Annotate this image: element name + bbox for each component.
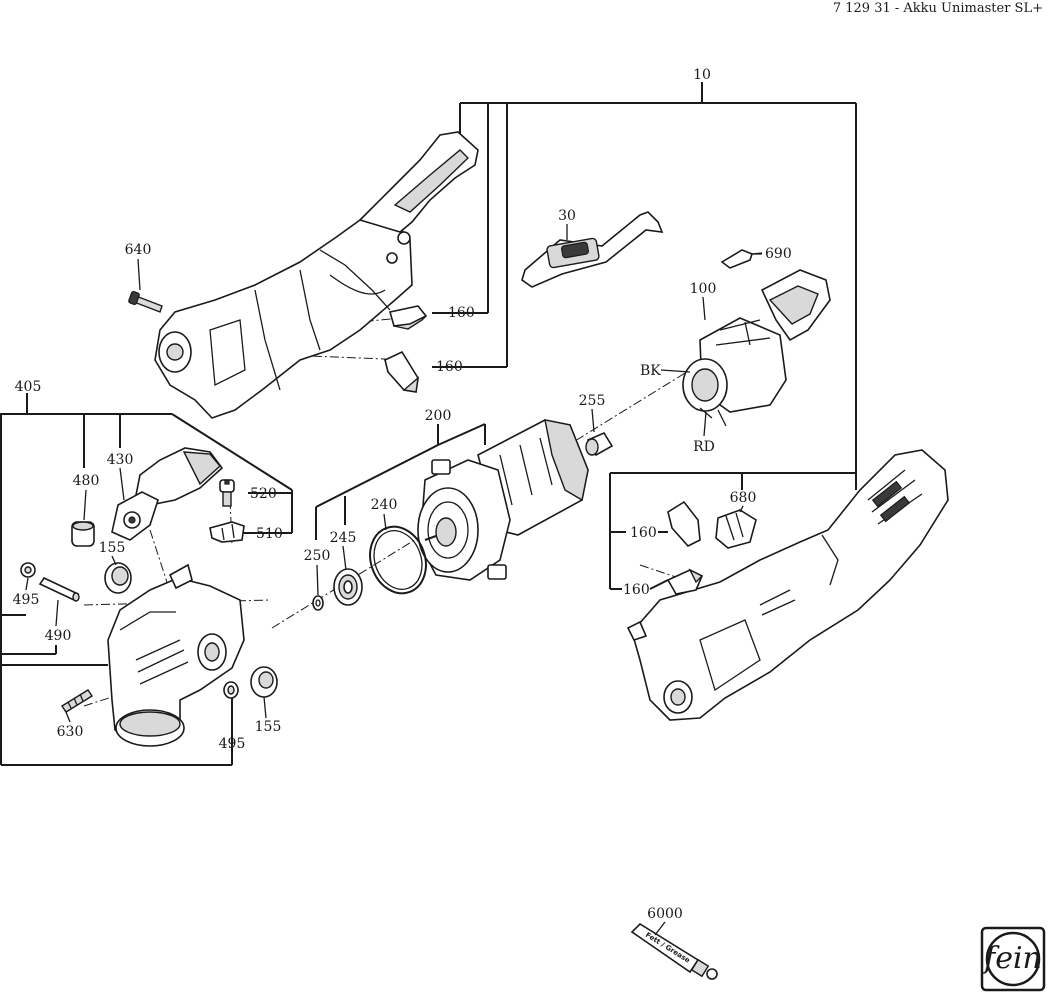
label-rd: RD <box>693 439 715 455</box>
screw-630-part <box>61 689 93 713</box>
washer-495-right-part <box>223 681 239 699</box>
spring-clip-510-part <box>209 521 245 543</box>
assembly-bracket-405 <box>0 393 293 766</box>
fein-logo-text: fein <box>982 941 1042 976</box>
label-160-middle: 160 <box>436 359 463 375</box>
label-490: 490 <box>45 628 72 644</box>
clip-690-part <box>720 249 763 269</box>
label-430: 430 <box>107 452 134 468</box>
label-155-right: 155 <box>255 719 282 735</box>
housing-half-part <box>154 131 479 419</box>
pad-480-part <box>71 521 95 547</box>
washer-250-part <box>312 595 324 611</box>
bearing-245-part <box>333 568 363 606</box>
part-160-right-upper <box>667 500 701 547</box>
assembly-bracket-10 <box>432 82 857 490</box>
part-680-part <box>715 509 757 549</box>
grease-tube-6000-part: Fett / Grease <box>630 922 718 980</box>
drawing-title: 7 129 31 - Akku Unimaster SL+ <box>833 1 1043 16</box>
fein-logo: fein <box>980 926 1046 992</box>
label-510: 510 <box>256 526 283 542</box>
label-495-right: 495 <box>219 736 246 752</box>
label-100: 100 <box>690 281 717 297</box>
assembly-bracket-200 <box>315 423 486 540</box>
label-10: 10 <box>693 67 711 83</box>
label-160-right-upper: 160 <box>630 525 657 541</box>
label-6000: 6000 <box>647 906 683 922</box>
housing-right-part <box>626 449 949 721</box>
grease-tube-text: Fett / Grease <box>644 931 692 965</box>
label-160-upper: 160 <box>448 305 475 321</box>
label-480: 480 <box>73 473 100 489</box>
screw-520-part <box>219 479 235 507</box>
label-255: 255 <box>579 393 606 409</box>
part-160-right-lower <box>666 568 704 595</box>
part-labels: 10 30 690 640 160 160 100 BK RD 405 200 … <box>13 67 792 922</box>
pin-490-part <box>38 576 80 602</box>
label-640: 640 <box>125 242 152 258</box>
switch-bar-30-part <box>521 211 664 288</box>
bushing-255-part <box>585 431 614 457</box>
label-bk: BK <box>640 363 661 379</box>
label-200: 200 <box>425 408 452 424</box>
part-160-upper <box>388 305 428 330</box>
bushing-155-right-part <box>250 666 278 698</box>
label-520: 520 <box>250 486 277 502</box>
label-155-left: 155 <box>99 540 126 556</box>
label-240: 240 <box>371 497 398 513</box>
label-30: 30 <box>558 208 576 224</box>
assembly-bracket-right <box>609 472 856 590</box>
leader-lines <box>25 224 762 936</box>
label-245: 245 <box>330 530 357 546</box>
washer-495-left-part <box>20 562 36 578</box>
bushing-155-left-part <box>104 562 132 594</box>
screw-640-part <box>128 290 163 313</box>
part-160-middle <box>384 350 419 393</box>
label-405: 405 <box>15 379 42 395</box>
label-690: 690 <box>765 246 792 262</box>
label-630: 630 <box>57 724 84 740</box>
label-495-left: 495 <box>13 592 40 608</box>
motor-200-part <box>417 419 589 581</box>
label-680: 680 <box>730 490 757 506</box>
lever-430-part <box>111 447 224 541</box>
electronics-module-100-part <box>682 269 831 427</box>
label-160-right-lower: 160 <box>623 582 650 598</box>
gear-head-housing-part <box>107 563 245 747</box>
label-250: 250 <box>304 548 331 564</box>
